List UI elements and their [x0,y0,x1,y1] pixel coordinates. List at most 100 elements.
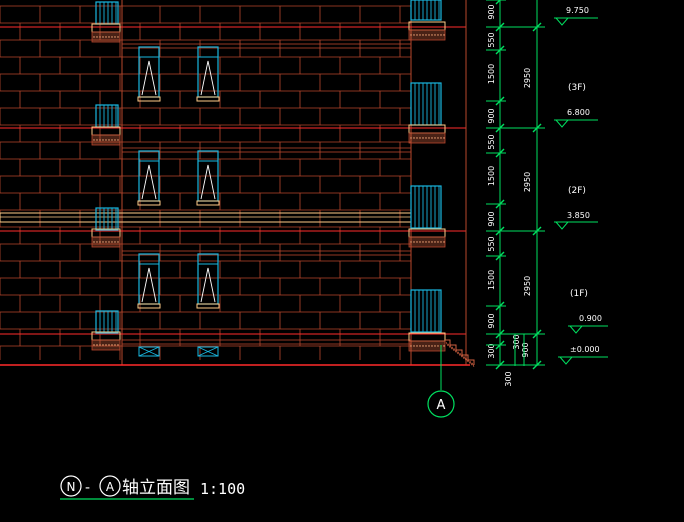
right-railing [410,185,442,229]
base-hatch-dot [114,36,116,38]
step-hatch [457,351,461,356]
base-hatch-dot [108,241,110,243]
window-frame [138,46,160,98]
base-hatch-dot [422,137,424,139]
step-hatch [467,359,471,364]
base-hatch-dot [410,34,412,36]
base-hatch-dot [114,344,116,346]
step-hatch [461,354,465,359]
railing-frame [410,289,442,333]
base-hatch-dot [413,241,415,243]
railing-frame [95,207,119,231]
base-pier [408,132,446,144]
dim-tick [495,226,505,236]
window-ledge [121,250,412,256]
floor-height-3f: 2950 [523,68,532,88]
step-hatch [471,362,475,367]
floor-label-2f: (2F) [568,186,586,196]
base-hatch-dot [96,241,98,243]
vent-frame [197,346,219,357]
left-railing-base [91,126,121,146]
base-slab [408,21,446,31]
base-hatch-dot [102,344,104,346]
dim-seg-11: 300 [487,343,496,358]
dim-tick [495,360,505,370]
base-hatch-dot [437,241,439,243]
window [137,150,161,206]
entrance-steps [445,339,475,367]
level-6800: 6.800 [567,108,590,117]
left-railing-base [91,23,121,43]
window [137,46,161,102]
window-opening-mark [200,60,216,96]
base-hatch-dot [434,137,436,139]
base-hatch-dot [108,139,110,141]
base-hatch-dot [416,137,418,139]
base-hatch-dot [425,137,427,139]
base-pier [408,29,446,41]
right-railing-base [408,21,446,41]
base-hatch-dot [105,241,107,243]
base-hatch-dot [111,241,113,243]
floor-lines [0,0,470,366]
step-hatch [459,353,463,358]
base-hatch-dot [431,345,433,347]
level-3850: 3.850 [567,211,590,220]
step-hatch [447,343,451,348]
base-hatch-dot [96,139,98,141]
window-opening-mark [200,267,216,303]
base-hatch-dot [431,137,433,139]
axis-bubble-a: A [427,345,455,418]
dim-seg-4: 900 [487,108,496,123]
dim-seg-5: 550 [487,134,496,149]
base-hatch-dot [102,241,104,243]
floor-height-1f: 2950 [523,276,532,296]
dim-tick [495,22,505,32]
step-hatch [465,357,469,363]
base-hatch-dot [111,139,113,141]
brick-pattern [0,0,412,365]
floor-label-3f: (3F) [568,83,586,93]
dim-extra-1: 300 [512,334,521,349]
base-hatch-dot [93,139,95,141]
base-hatch-dot [111,36,113,38]
base-hatch-dot [105,139,107,141]
window-sill [196,200,220,206]
step-profile [445,339,475,365]
base-hatch-dot [419,34,421,36]
level-triangle [555,119,569,128]
step-hatch [455,349,459,355]
base-hatch-dot [93,36,95,38]
step-hatch [449,345,453,350]
left-railing-base [91,228,121,248]
base-hatch-dot [410,345,412,347]
base-hatch-dot [428,137,430,139]
title-dash: - [85,480,90,496]
axis-bubble-label: A [437,398,446,413]
left-railing [95,310,119,334]
right-railing [410,289,442,333]
vent-diag [197,346,219,357]
base-hatch-dot [410,241,412,243]
base-hatch-dot [422,34,424,36]
base-hatch-dot [434,241,436,243]
right-railing-base [408,228,446,248]
base-hatch-dot [93,241,95,243]
dim-tick [495,45,505,55]
window-sill [137,200,161,206]
dim-seg-9: 1500 [487,270,496,290]
base-hatch-dot [437,34,439,36]
dim-tick [495,329,505,339]
base-hatch-dot [111,344,113,346]
basement-vent [138,346,160,357]
dim-tick [495,148,505,158]
dim-tick [495,96,505,106]
drawing-title: N - A 轴立面图 1:100 [60,475,245,500]
base-hatch-dot [117,36,119,38]
base-hatch-dot [422,345,424,347]
left-railing [95,1,119,25]
window-opening-mark [141,60,157,96]
floor-label-1f: (1F) [570,289,588,299]
building-elements [0,0,475,367]
window-sill [196,96,220,102]
